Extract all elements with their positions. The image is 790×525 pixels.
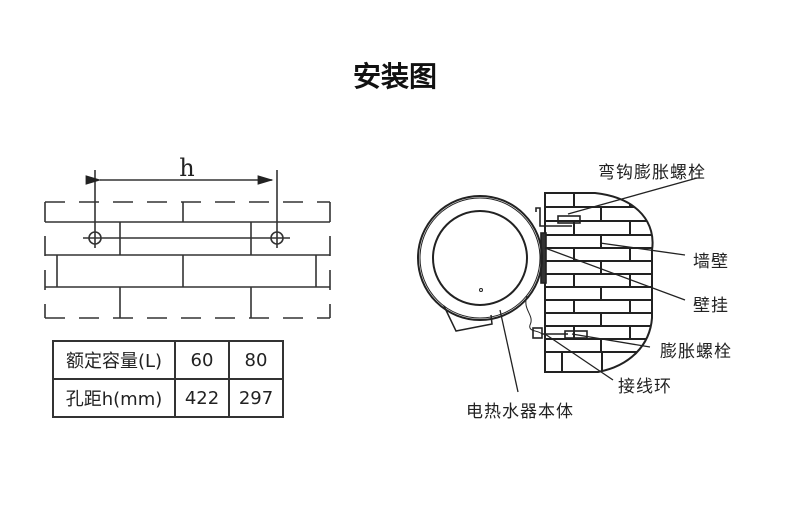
mounting-hole-diagram <box>44 170 331 319</box>
table-cell: 297 <box>228 378 284 418</box>
water-heater-body <box>417 195 543 335</box>
label-wall-mount: 壁挂 <box>693 296 729 316</box>
bolt-nut <box>532 327 543 339</box>
label-wiring-ring: 接线环 <box>618 377 672 397</box>
label-wall: 墙壁 <box>693 252 729 272</box>
brick-wall <box>532 192 654 373</box>
hook-bolt-anchor <box>557 215 581 224</box>
spec-table: 额定容量(L) 60 80 孔距h(mm) 422 297 <box>52 340 284 418</box>
mounting-hole-right <box>270 231 284 245</box>
table-row: 孔距h(mm) 422 297 <box>52 378 284 418</box>
table-cell: 额定容量(L) <box>52 340 176 380</box>
label-hook-bolt: 弯钩膨胀螺栓 <box>598 163 706 183</box>
mounting-hole-left <box>88 231 102 245</box>
label-heater-body: 电热水器本体 <box>466 402 574 422</box>
page-title: 安装图 <box>352 60 437 93</box>
table-cell: 80 <box>228 340 284 380</box>
dimension-label: h <box>179 154 194 182</box>
hook-bolt <box>535 207 572 227</box>
leader-lines <box>499 177 698 393</box>
table-cell: 422 <box>174 378 230 418</box>
label-expansion-bolt: 膨胀螺栓 <box>660 342 732 362</box>
table-cell: 60 <box>174 340 230 380</box>
table-row: 额定容量(L) 60 80 <box>52 340 284 380</box>
table-cell: 孔距h(mm) <box>52 378 176 418</box>
